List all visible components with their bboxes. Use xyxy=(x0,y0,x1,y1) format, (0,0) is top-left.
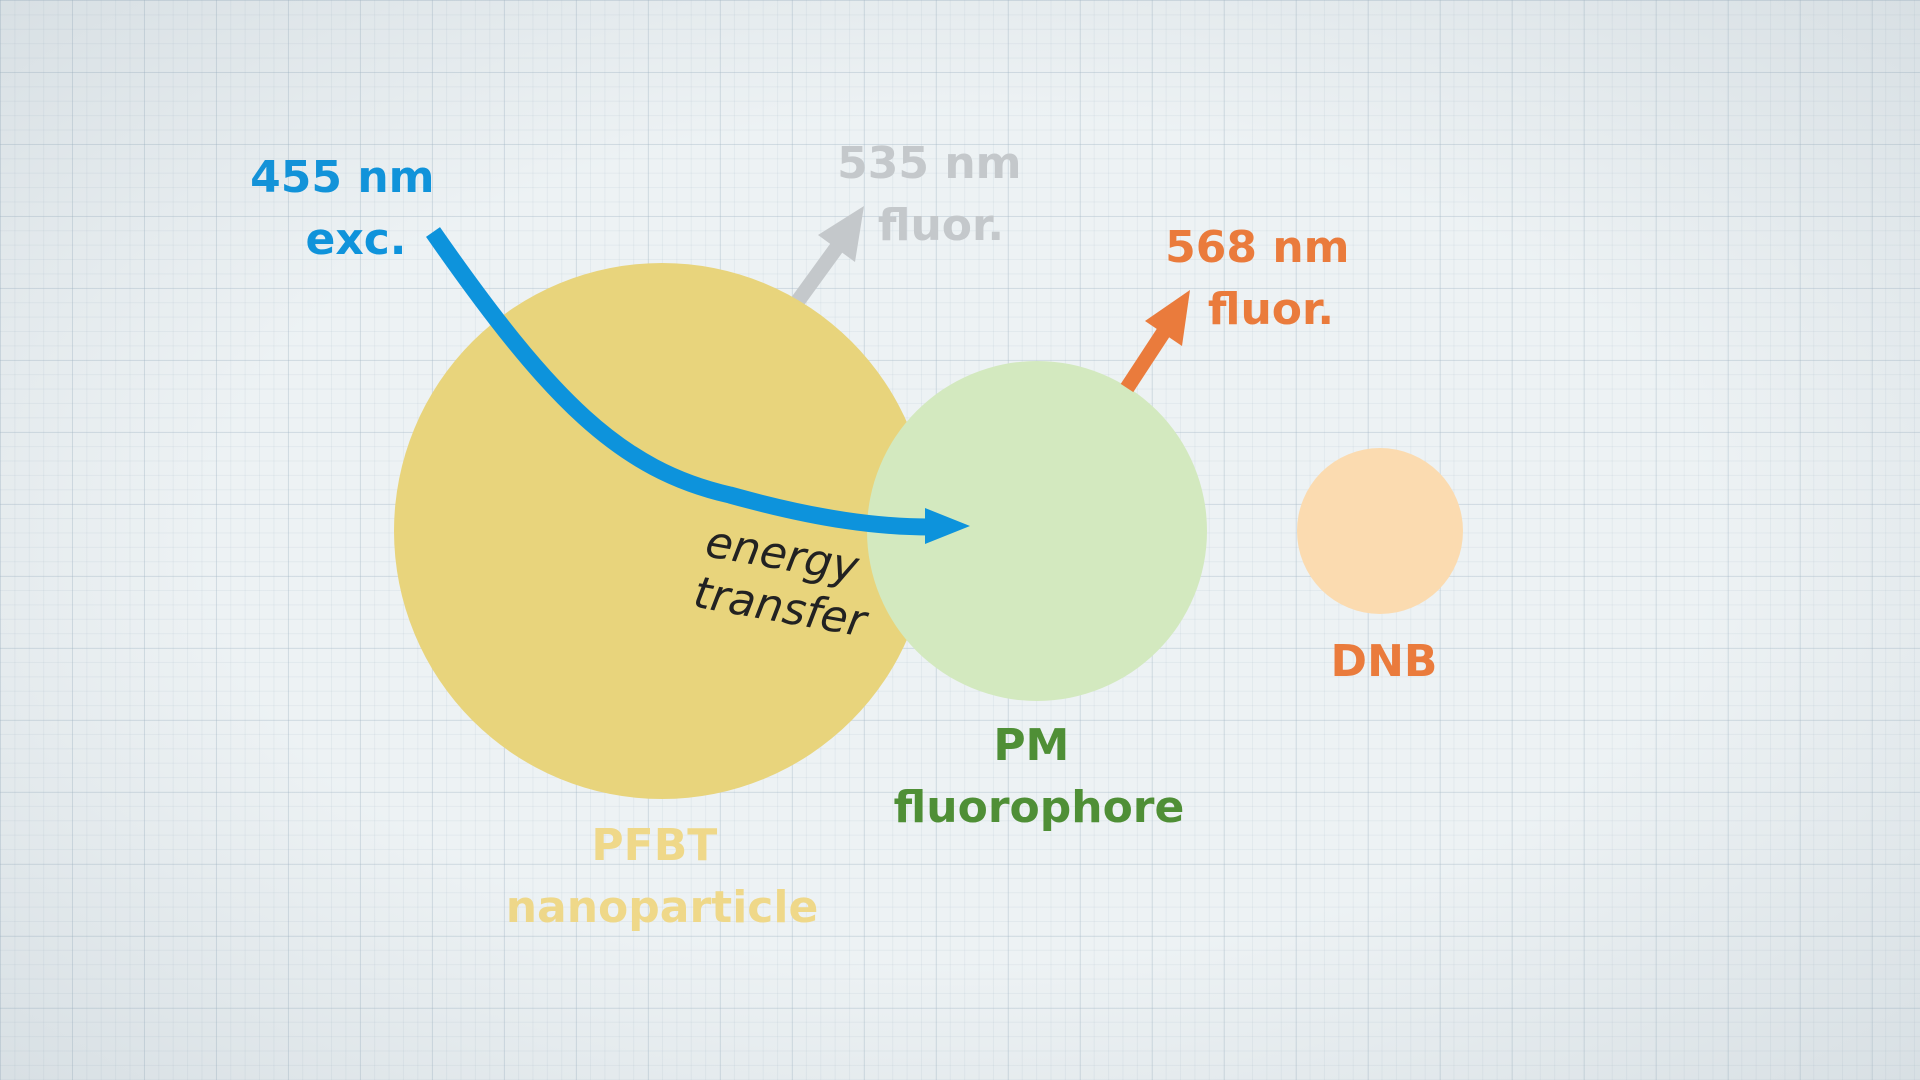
pfbt-nanoparticle-circle xyxy=(394,263,930,799)
pfbt-label-type: nanoparticle xyxy=(506,882,819,933)
excitation-label: 455 nm exc. xyxy=(250,152,450,265)
fluorescence-535-arrow xyxy=(788,206,864,310)
fluorescence-535-label: 535 nm fluor. xyxy=(837,138,1037,251)
dnb-label: DNB xyxy=(1331,636,1438,687)
fluorescence-568-label: 568 nm fluor. xyxy=(1165,222,1365,335)
fluorescence-568-arrow xyxy=(1120,290,1190,393)
fluorescence-568-wavelength: 568 nm xyxy=(1165,222,1349,273)
energy-transfer-label: energy transfer xyxy=(690,516,882,648)
svg-text:energy transfer: energy transfer xyxy=(690,516,882,648)
fluorescence-568-caption: fluor. xyxy=(1208,284,1334,335)
pm-label-name: PM xyxy=(993,720,1069,771)
pm-fluorophore-circle xyxy=(867,361,1207,701)
pm-label: PM fluorophore xyxy=(894,720,1185,833)
excitation-wavelength: 455 nm xyxy=(250,152,434,203)
pm-label-type: fluorophore xyxy=(894,782,1185,833)
pfbt-label: PFBT nanoparticle xyxy=(506,820,819,933)
dnb-circle xyxy=(1297,448,1463,614)
pfbt-label-name: PFBT xyxy=(591,820,717,871)
excitation-caption: exc. xyxy=(305,214,406,265)
fluorescence-535-caption: fluor. xyxy=(878,200,1004,251)
fluorescence-535-wavelength: 535 nm xyxy=(837,138,1021,189)
excitation-arrow xyxy=(426,227,970,544)
